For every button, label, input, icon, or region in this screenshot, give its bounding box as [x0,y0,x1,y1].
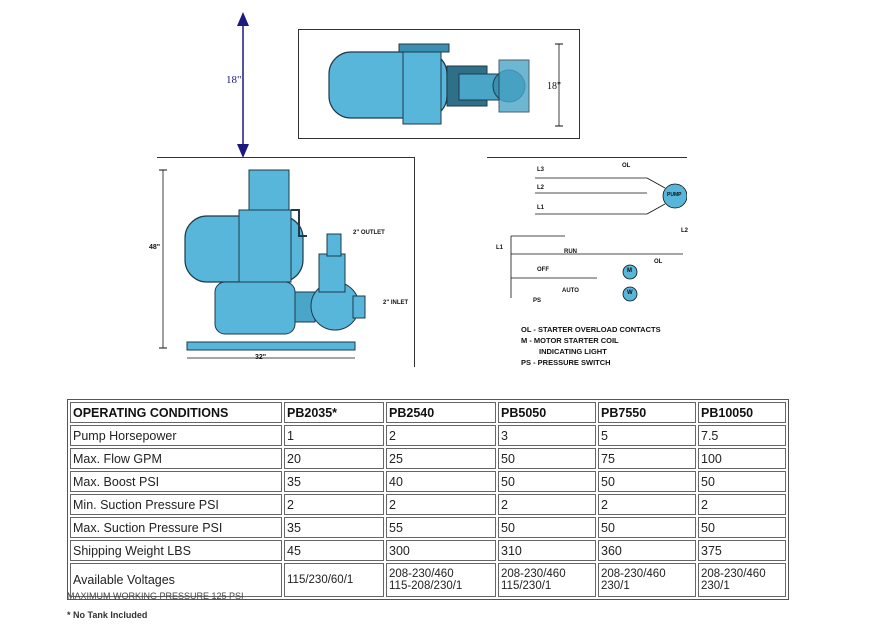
table-cell: 5 [598,425,696,446]
voltage-line: 208-230/460 [601,568,666,580]
header-pb10050: PB10050 [698,402,786,423]
wiring-ol2: OL [654,259,663,265]
table-row: Min. Suction Pressure PSI 2 2 2 2 2 [70,494,786,515]
side-width-label: 32" [255,354,267,361]
height-arrow [232,12,254,158]
header-pb2035: PB2035* [284,402,384,423]
table-row: Pump Horsepower 1 2 3 5 7.5 [70,425,786,446]
table-row-voltages: Available Voltages 115/230/60/1 208-230/… [70,563,786,597]
pump-side-view: 48" 32" 2" OUTLET 2" INLET [149,157,415,367]
wiring-ol: OL [622,163,631,169]
wiring-pump: PUMP [667,192,682,198]
table-cell: 40 [386,471,496,492]
row-label: Available Voltages [70,563,282,597]
header-pb7550: PB7550 [598,402,696,423]
table-cell: 300 [386,540,496,561]
table-cell: 2 [386,494,496,515]
voltage-line: 208-230/460 [701,568,766,580]
wiring-l2: L2 [537,185,545,191]
table-cell: 50 [598,517,696,538]
max-pressure-note: MAXIMUM WORKING PRESSURE 125 PSI [67,591,244,601]
table-cell: 50 [498,471,596,492]
wiring-w: W [627,290,633,296]
wiring-diagram [487,157,688,367]
header-pb2540: PB2540 [386,402,496,423]
specifications-table: OPERATING CONDITIONS PB2035* PB2540 PB50… [67,399,789,600]
top-width-label: 18" [547,81,562,92]
voltage-line: 115/230/1 [501,580,552,592]
table-cell: 2 [598,494,696,515]
table-cell: 2 [386,425,496,446]
header-operating-conditions: OPERATING CONDITIONS [70,402,282,423]
wiring-off: OFF [537,267,549,273]
header-pb5050: PB5050 [498,402,596,423]
table-cell: 35 [284,517,384,538]
table-cell: 50 [698,471,786,492]
table-cell: 50 [598,471,696,492]
table-row: Shipping Weight LBS 45 300 310 360 375 [70,540,786,561]
row-label: Shipping Weight LBS [70,540,282,561]
voltage-cell: 208-230/460 230/1 [598,563,696,597]
row-label: Max. Suction Pressure PSI [70,517,282,538]
table-cell: 100 [698,448,786,469]
voltage-line: 115-208/230/1 [389,580,463,592]
table-cell: 2 [498,494,596,515]
table-cell: 75 [598,448,696,469]
row-label: Pump Horsepower [70,425,282,446]
table-cell: 25 [386,448,496,469]
table-cell: 1 [284,425,384,446]
voltage-line: 230/1 [701,580,730,592]
wiring-m: M [627,268,632,274]
side-height-label: 48" [149,244,161,251]
voltage-cell: 208-230/460 115-208/230/1 [386,563,496,597]
table-cell: 50 [498,517,596,538]
wiring-auto: AUTO [562,288,579,294]
table-cell: 3 [498,425,596,446]
voltage-cell: 208-230/460 115/230/1 [498,563,596,597]
row-label: Min. Suction Pressure PSI [70,494,282,515]
table-cell: 2 [698,494,786,515]
wiring-l2-right: L2 [681,228,689,234]
table-cell: 50 [498,448,596,469]
voltage-cell: 115/230/60/1 [284,563,384,597]
voltage-line: 115/230/60/1 [287,574,354,586]
pump-top-view [298,29,580,139]
row-label: Max. Boost PSI [70,471,282,492]
table-cell: 2 [284,494,384,515]
no-tank-note: * No Tank Included [67,610,148,620]
table-cell: 360 [598,540,696,561]
voltage-line: 208-230/460 [501,568,566,580]
wiring-legend: OL - STARTER OVERLOAD CONTACTS M - MOTOR… [521,324,661,368]
legend-m: M - MOTOR STARTER COIL [521,336,619,345]
table-cell: 375 [698,540,786,561]
wiring-ps: PS [533,298,542,304]
table-row: Max. Suction Pressure PSI 35 55 50 50 50 [70,517,786,538]
wiring-l3: L3 [537,167,545,173]
table-cell: 20 [284,448,384,469]
row-label: Max. Flow GPM [70,448,282,469]
table-cell: 55 [386,517,496,538]
table-row: Max. Flow GPM 20 25 50 75 100 [70,448,786,469]
wiring-run: RUN [564,249,577,255]
table-cell: 7.5 [698,425,786,446]
outlet-label: 2" OUTLET [353,230,385,236]
wiring-l1: L1 [537,205,545,211]
height-label: 18" [226,74,242,86]
table-cell: 50 [698,517,786,538]
table-cell: 45 [284,540,384,561]
inlet-label: 2" INLET [383,300,409,306]
voltage-cell: 208-230/460 230/1 [698,563,786,597]
wiring-l1-left: L1 [496,245,504,251]
legend-ol: OL - STARTER OVERLOAD CONTACTS [521,325,661,334]
legend-ps: PS - PRESSURE SWITCH [521,358,611,367]
table-header-row: OPERATING CONDITIONS PB2035* PB2540 PB50… [70,402,786,423]
table-cell: 310 [498,540,596,561]
table-row: Max. Boost PSI 35 40 50 50 50 [70,471,786,492]
legend-light: INDICATING LIGHT [539,347,607,356]
voltage-line: 208-230/460 [389,568,454,580]
table-cell: 35 [284,471,384,492]
voltage-line: 230/1 [601,580,630,592]
